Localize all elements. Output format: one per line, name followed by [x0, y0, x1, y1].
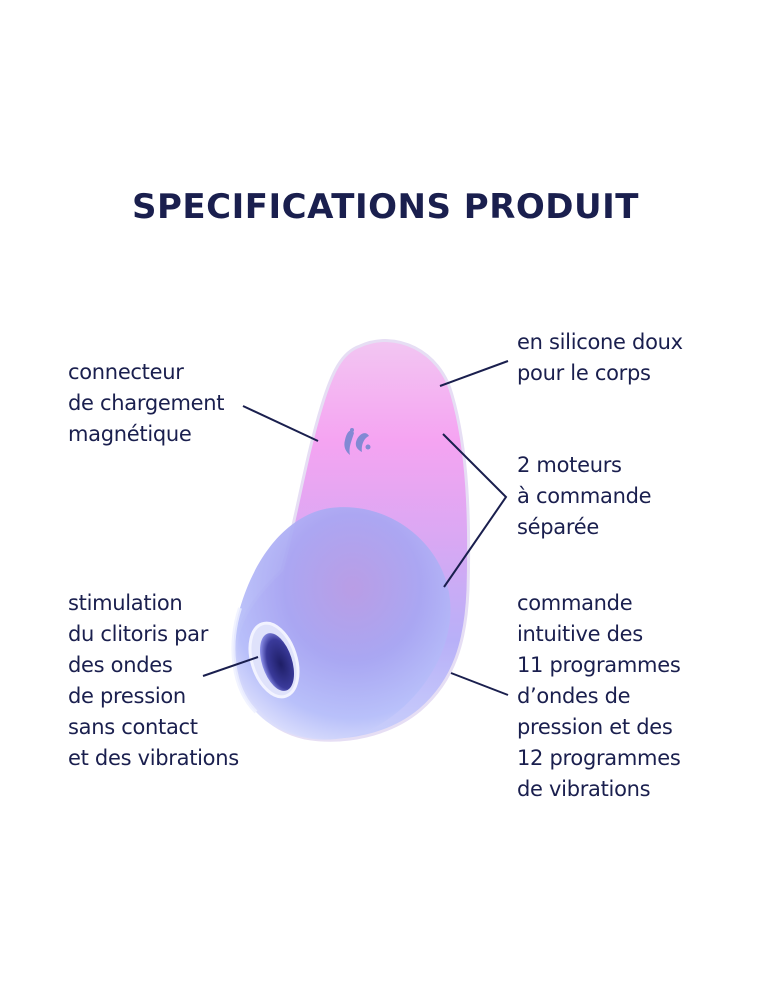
callout-line-silicone: [439, 360, 509, 387]
callout-line-programs: [450, 672, 509, 696]
callout-motors: 2 moteurs à commande séparée: [517, 453, 652, 539]
suction-opening: [259, 633, 295, 691]
callout-line-stimulation: [202, 656, 259, 677]
page-title: SPECIFICATIONS PRODUIT: [132, 187, 639, 227]
callout-line-charging: [242, 405, 319, 442]
callout-charging-connector: connecteur de chargement magnétique: [68, 360, 225, 446]
satisfyer-logo-icon: [344, 428, 371, 455]
callout-programs: commande intuitive des 11 programmes d’o…: [517, 591, 681, 801]
callout-stimulation: stimulation du clitoris par des ondes de…: [68, 591, 239, 770]
callout-line-motors: [442, 433, 508, 588]
callout-silicone: en silicone doux pour le corps: [517, 330, 683, 385]
